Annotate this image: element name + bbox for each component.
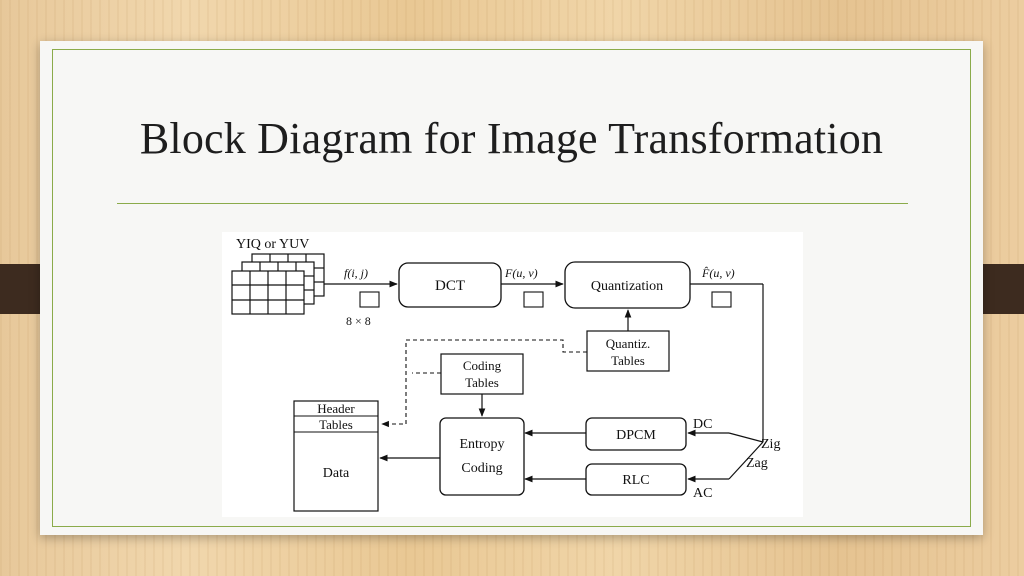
dpcm-box (585, 417, 687, 451)
dashed-quantiz-tables-to-header (381, 339, 587, 428)
dct-label: DCT (435, 278, 465, 294)
ac-label: AC (693, 486, 712, 501)
slide-title: Block Diagram for Image Transformation (139, 114, 884, 163)
quantiz-tables-line1: Quantiz. (606, 336, 650, 351)
block-diagram-svg: YIQ or YUV f(i, j) 8 × 8 DCT F(u, v) Qua… (231, 237, 780, 512)
tables-label: Tables (319, 417, 353, 432)
entropy-coding-box (439, 417, 525, 496)
line-zigzag-to-ac (728, 441, 764, 480)
coding-tables-line2: Tables (465, 375, 499, 390)
quantization-box (564, 261, 691, 309)
quantized-block-icon (711, 291, 732, 308)
slide-border (52, 49, 971, 527)
title-divider (117, 203, 908, 204)
block-size-label: 8 × 8 (346, 314, 371, 328)
coding-tables-line1: Coding (463, 358, 502, 373)
entropy-line1: Entropy (459, 437, 504, 452)
input-color-space-label: YIQ or YUV (236, 237, 309, 252)
entropy-line2: Coding (461, 461, 502, 476)
data-label: Data (323, 466, 350, 481)
dct-box (398, 262, 502, 308)
quantiz-tables-line2: Tables (611, 353, 645, 368)
block-8x8-icon (359, 291, 380, 308)
zag-label: Zag (746, 456, 768, 471)
signal-F-label: F(u, v) (504, 266, 538, 280)
signal-Fhat-label: F̂(u, v) (701, 266, 735, 280)
signal-f-label: f(i, j) (344, 266, 368, 280)
coefficient-block-icon (523, 291, 544, 308)
quantiz-tables-box (586, 330, 670, 372)
slide: Block Diagram for Image Transformation (40, 41, 983, 535)
dc-label: DC (693, 417, 712, 432)
input-image-blocks (231, 253, 325, 315)
quantization-label: Quantization (591, 279, 663, 294)
zig-label: Zig (761, 437, 780, 452)
dpcm-label: DPCM (616, 428, 656, 443)
coding-tables-box (440, 353, 524, 395)
line-zigzag-to-dc (728, 432, 764, 443)
block-diagram: YIQ or YUV f(i, j) 8 × 8 DCT F(u, v) Qua… (222, 232, 803, 517)
rlc-label: RLC (622, 473, 649, 488)
header-label: Header (317, 401, 355, 416)
output-bitstream-box (293, 400, 379, 512)
